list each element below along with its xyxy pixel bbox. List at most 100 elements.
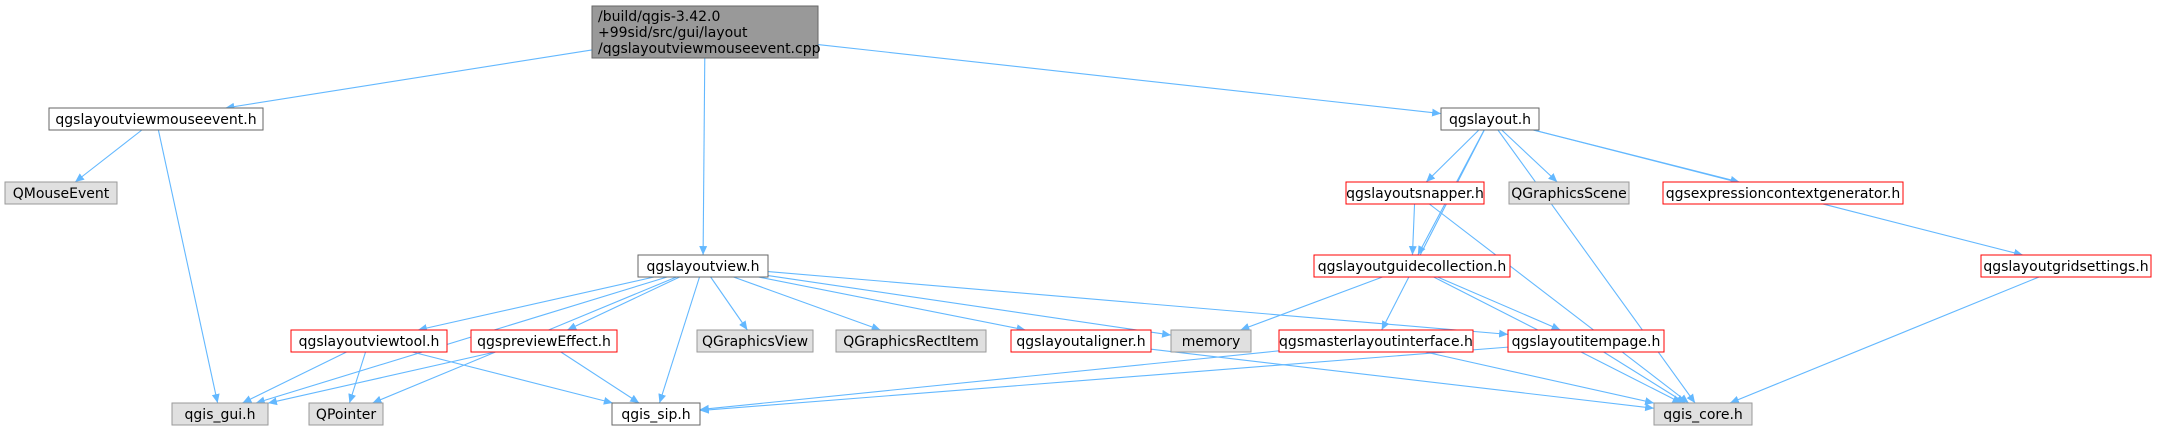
edge-layoutsnapper-to-qgis_core (1429, 203, 1689, 404)
node-label: QPointer (316, 407, 376, 423)
edge-guidecollection-to-memory (1240, 276, 1383, 331)
node-box (1653, 402, 1753, 426)
node-label: qgslayoutaligner.h (1016, 334, 1145, 350)
node-root[interactable]: /build/qgis-3.42.0+99sid/src/gui/layout/… (591, 5, 821, 59)
edge-viewtool-to-qpointer (348, 351, 367, 404)
edge-root-to-layoutview (699, 57, 708, 256)
node-label: /build/qgis-3.42.0 (598, 9, 720, 25)
node-label: qgspreviewEffect.h (477, 334, 611, 350)
node-label: qgslayoutgridsettings.h (1983, 259, 2148, 275)
node-gridsettings[interactable]: qgslayoutgridsettings.h (1980, 254, 2152, 278)
edge-layoutsnapper-to-guidecollection (1408, 203, 1417, 256)
edge-layoutview-to-qgis_gui (255, 276, 668, 405)
node-label: qgslayoutviewmouseevent.h (55, 112, 256, 128)
node-itempage[interactable]: qgslayoutitempage.h (1507, 329, 1665, 353)
node-layoutview[interactable]: qgslayoutview.h (637, 254, 769, 278)
node-layoutsnapper[interactable]: qgslayoutsnapper.h (1345, 181, 1485, 205)
node-qgraphicsscene: QGraphicsScene (1508, 181, 1630, 205)
node-box (1345, 181, 1485, 205)
node-box (1980, 254, 2152, 278)
edge-layoutview-to-qgraphicsrectitem (733, 276, 881, 331)
node-viewtool[interactable]: qgslayoutviewtool.h (290, 329, 448, 353)
node-box (1313, 254, 1511, 278)
edge-qgslayout_h-to-layoutsnapper (1425, 129, 1480, 183)
edge-root-to-mouseevent_h (225, 49, 593, 111)
node-box (1010, 329, 1152, 353)
node-label: qgslayoutsnapper.h (1346, 186, 1484, 202)
node-label: qgslayoutguidecollection.h (1318, 259, 1506, 275)
node-exprctxgen[interactable]: qgsexpressioncontextgenerator.h (1662, 181, 1904, 205)
node-box (696, 329, 814, 353)
edge-layoutview-to-qgraphicsview (710, 276, 748, 331)
node-label: memory (1182, 334, 1241, 350)
edge-layoutview-to-previeweffect (567, 276, 680, 331)
edge-guidecollection-to-itempage (1437, 276, 1561, 331)
node-label: qgslayout.h (1449, 112, 1531, 128)
node-label: QGraphicsView (702, 334, 808, 350)
edge-previeweffect-to-qgis_sip (560, 351, 640, 404)
node-box (290, 329, 448, 353)
edge-gridsettings-to-qgis_core (1729, 276, 2040, 404)
node-label: qgis_gui.h (185, 407, 256, 423)
node-label: qgslayoutitempage.h (1512, 334, 1661, 350)
node-box (1440, 107, 1540, 131)
node-qgis_sip[interactable]: qgis_sip.h (611, 402, 701, 426)
node-layer: /build/qgis-3.42.0+99sid/src/gui/layout/… (4, 5, 2152, 426)
edge-mouseevent_h-to-qgis_gui (157, 129, 220, 404)
node-qgis_core: qgis_core.h (1653, 402, 1753, 426)
edge-layoutview-to-qgis_sip (658, 276, 701, 404)
node-box (1170, 329, 1252, 353)
edge-itempage-to-qgis_sip (699, 346, 1509, 414)
edge-layoutview-to-itempage (767, 270, 1509, 338)
node-box (591, 5, 819, 59)
node-qpointer: QPointer (308, 402, 384, 426)
edge-layoutview-to-aligner (758, 276, 1026, 333)
node-label: qgslayoutviewtool.h (299, 334, 440, 350)
node-mouseevent_h[interactable]: qgslayoutviewmouseevent.h (48, 107, 264, 131)
node-box (637, 254, 769, 278)
node-qgraphicsrectitem: QGraphicsRectItem (835, 329, 987, 353)
node-qmouseevent: QMouseEvent (4, 181, 118, 205)
node-previeweffect[interactable]: qgspreviewEffect.h (470, 329, 618, 353)
edge-previeweffect-to-qgis_gui (267, 351, 496, 406)
node-box (171, 402, 269, 426)
node-box (48, 107, 264, 131)
edge-qgslayout_h-to-qgraphicsscene (1501, 129, 1558, 183)
node-masterlayout[interactable]: qgsmasterlayoutinterface.h (1278, 329, 1474, 353)
node-label: qgis_core.h (1663, 407, 1743, 423)
node-box (470, 329, 618, 353)
edge-root-to-qgslayout_h (817, 43, 1442, 117)
node-label: qgsexpressioncontextgenerator.h (1666, 186, 1901, 202)
node-box (835, 329, 987, 353)
node-box (308, 402, 384, 426)
edge-layoutview-to-memory (767, 275, 1172, 338)
edge-layoutview-to-viewtool (417, 276, 655, 332)
node-box (4, 181, 118, 205)
node-label: QGraphicsRectItem (843, 334, 979, 350)
node-guidecollection[interactable]: qgslayoutguidecollection.h (1313, 254, 1511, 278)
node-memory: memory (1170, 329, 1252, 353)
edge-qgslayout_h-to-masterlayout (1381, 129, 1485, 331)
edge-aligner-to-qgis_core (1150, 348, 1655, 412)
edge-layer (74, 43, 2040, 414)
node-label: QMouseEvent (13, 186, 110, 202)
node-qgslayout_h[interactable]: qgslayout.h (1440, 107, 1540, 131)
edge-qgslayout_h-to-qgis_core (1497, 129, 1696, 404)
node-box (1507, 329, 1665, 353)
node-label: /qgslayoutviewmouseevent.cpp (598, 41, 821, 57)
node-aligner[interactable]: qgslayoutaligner.h (1010, 329, 1152, 353)
node-label: +99sid/src/gui/layout (598, 25, 748, 41)
node-label: QGraphicsScene (1511, 186, 1627, 202)
edge-masterlayout-to-qgis_core (1425, 351, 1655, 405)
edge-itempage-to-qgis_core (1603, 351, 1686, 404)
node-label: qgslayoutview.h (646, 259, 759, 275)
edge-mouseevent_h-to-qmouseevent (74, 129, 143, 183)
edge-viewtool-to-qgis_sip (412, 351, 613, 405)
edge-masterlayout-to-qgis_sip (699, 350, 1280, 413)
node-box (1278, 329, 1474, 353)
node-qgraphicsview: QGraphicsView (696, 329, 814, 353)
node-qgis_gui: qgis_gui.h (171, 402, 269, 426)
node-label: qgis_sip.h (621, 407, 690, 423)
node-box (1662, 181, 1904, 205)
